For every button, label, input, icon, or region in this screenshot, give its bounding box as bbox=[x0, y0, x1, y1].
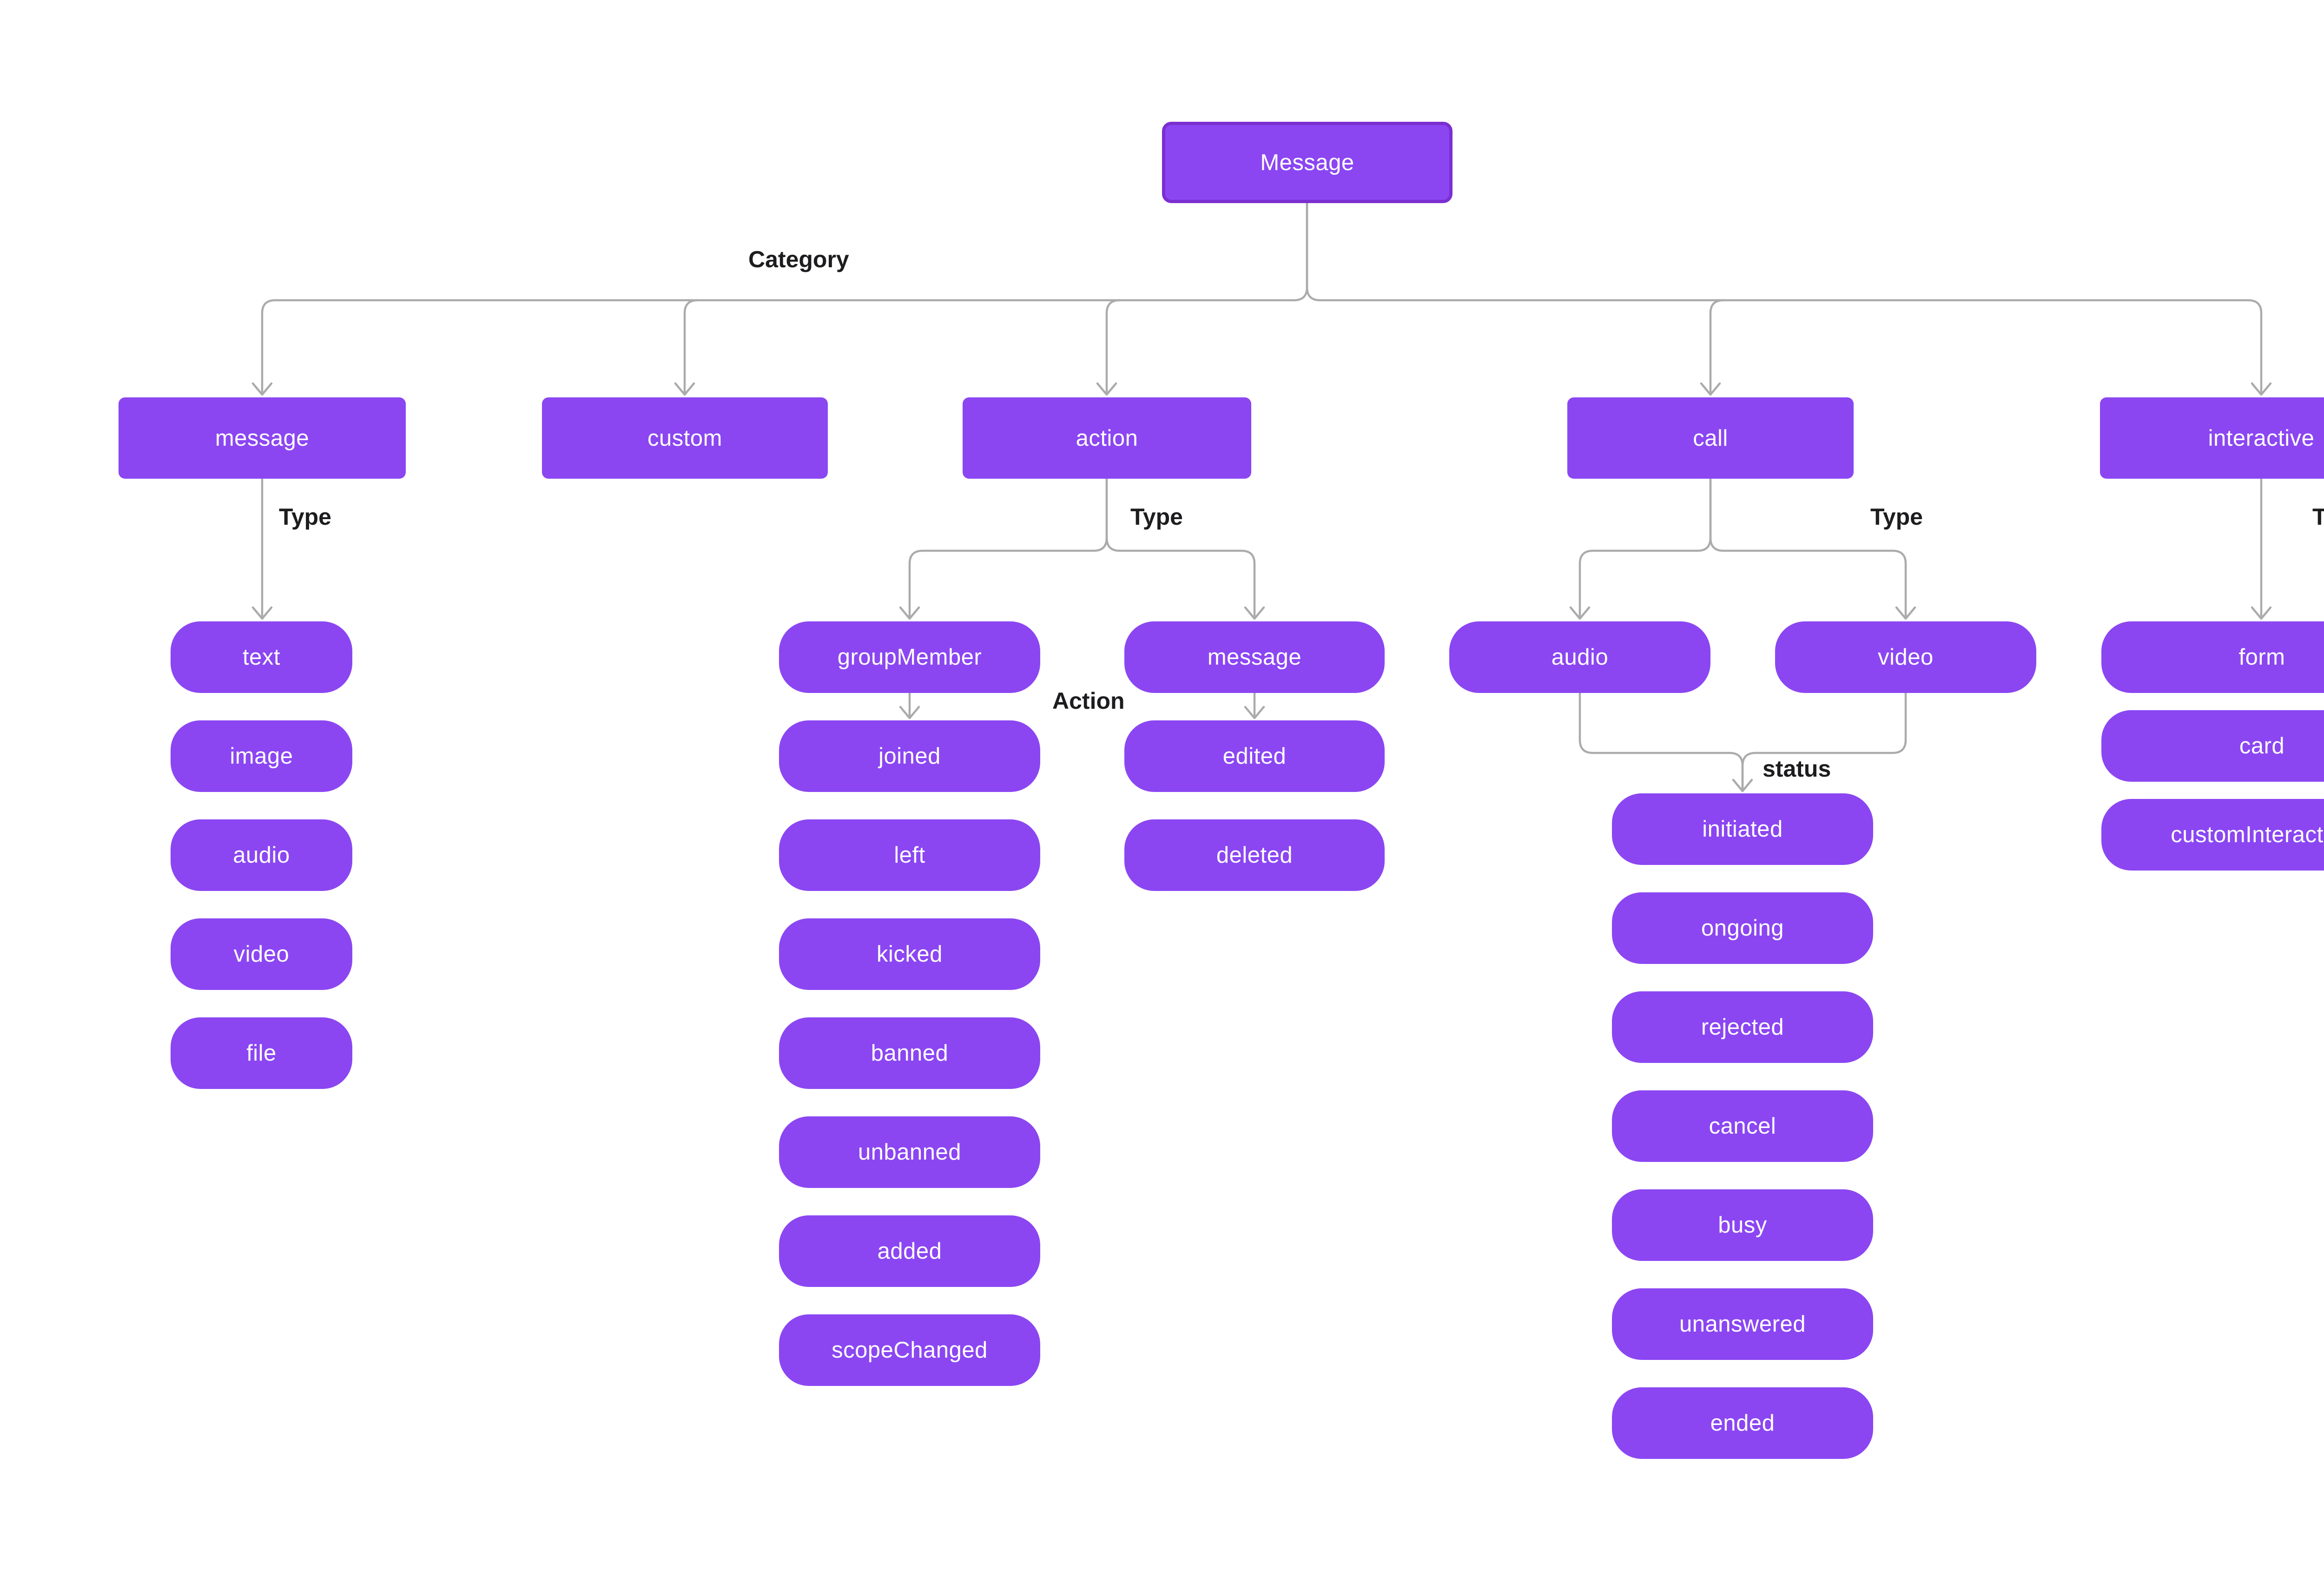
node-type-video[interactable]: video bbox=[171, 918, 352, 990]
edge-video-to-status bbox=[1741, 692, 1907, 790]
node-status-cancel[interactable]: cancel bbox=[1612, 1090, 1873, 1162]
node-category-custom[interactable]: custom bbox=[542, 397, 828, 479]
node-action-banned[interactable]: banned bbox=[779, 1017, 1040, 1089]
node-action-unbanned[interactable]: unbanned bbox=[779, 1116, 1040, 1188]
node-category-message[interactable]: message bbox=[119, 397, 406, 479]
node-interactive-form[interactable]: form bbox=[2101, 621, 2324, 693]
node-status-unanswered[interactable]: unanswered bbox=[1612, 1288, 1873, 1360]
node-action-left[interactable]: left bbox=[779, 819, 1040, 891]
edge-bus-to-call bbox=[1709, 299, 1725, 393]
node-call-audio[interactable]: audio bbox=[1449, 621, 1710, 693]
arrowheads bbox=[251, 382, 2272, 792]
node-action-added[interactable]: added bbox=[779, 1215, 1040, 1287]
node-message-root[interactable]: Message bbox=[1162, 122, 1452, 203]
edge-action-to-message bbox=[1105, 477, 1256, 617]
edge-root-to-message-category bbox=[261, 202, 1308, 393]
node-status-ongoing[interactable]: ongoing bbox=[1612, 892, 1873, 964]
node-type-text[interactable]: text bbox=[171, 621, 352, 693]
node-category-action[interactable]: action bbox=[963, 397, 1251, 479]
edge-label-status: status bbox=[1763, 756, 1831, 782]
node-type-action-message[interactable]: message bbox=[1124, 621, 1385, 693]
edge-label-category: Category bbox=[748, 246, 849, 272]
node-type-image[interactable]: image bbox=[171, 720, 352, 792]
node-status-initiated[interactable]: initiated bbox=[1612, 793, 1873, 865]
node-category-call[interactable]: call bbox=[1567, 397, 1854, 479]
node-call-video[interactable]: video bbox=[1775, 621, 2036, 693]
node-category-interactive[interactable]: interactive bbox=[2100, 397, 2324, 479]
node-type-group-member[interactable]: groupMember bbox=[779, 621, 1040, 693]
node-type-file[interactable]: file bbox=[171, 1017, 352, 1089]
edge-bus-to-action bbox=[1105, 299, 1121, 393]
node-action-edited[interactable]: edited bbox=[1124, 720, 1385, 792]
edge-label-type-call: Type bbox=[1870, 504, 1923, 530]
node-interactive-card[interactable]: card bbox=[2101, 710, 2324, 782]
edge-bus-to-custom bbox=[683, 299, 699, 393]
edge-action-to-groupmember bbox=[908, 477, 1108, 617]
node-action-kicked[interactable]: kicked bbox=[779, 918, 1040, 990]
edge-audio-to-status bbox=[1578, 692, 1744, 790]
edge-label-type-interactive: Type bbox=[2312, 504, 2324, 530]
edge-label-type-message: Type bbox=[279, 504, 331, 530]
node-action-scope-changed[interactable]: scopeChanged bbox=[779, 1314, 1040, 1386]
edge-call-to-video bbox=[1709, 477, 1907, 617]
node-status-busy[interactable]: busy bbox=[1612, 1189, 1873, 1261]
edge-label-action: Action bbox=[1052, 688, 1125, 714]
node-interactive-custom-interactive[interactable]: customInteractive bbox=[2101, 799, 2324, 871]
node-action-joined[interactable]: joined bbox=[779, 720, 1040, 792]
node-type-audio[interactable]: audio bbox=[171, 819, 352, 891]
node-status-ended[interactable]: ended bbox=[1612, 1387, 1873, 1459]
node-status-rejected[interactable]: rejected bbox=[1612, 991, 1873, 1063]
edge-call-to-audio bbox=[1578, 477, 1712, 617]
node-action-deleted[interactable]: deleted bbox=[1124, 819, 1385, 891]
edge-root-to-interactive-category bbox=[1306, 202, 2263, 393]
edge-label-type-action: Type bbox=[1130, 504, 1183, 530]
